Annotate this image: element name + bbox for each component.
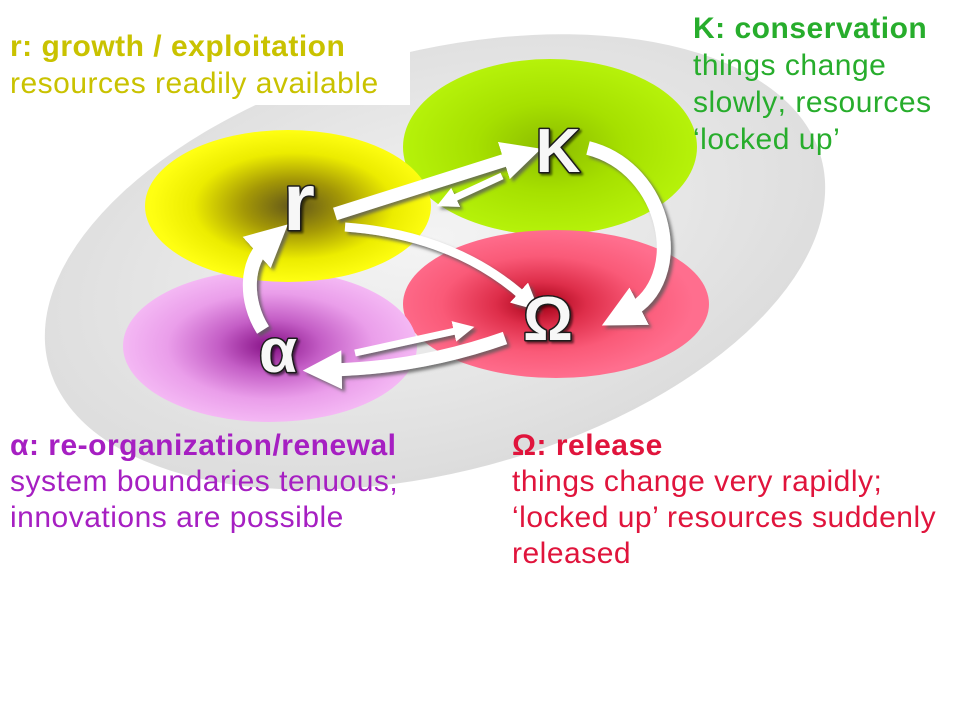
k-description-line: things change bbox=[693, 49, 887, 82]
r-symbol: r bbox=[283, 157, 315, 248]
alpha-symbol: α bbox=[259, 317, 297, 386]
r-description-line: resources readily available bbox=[10, 67, 379, 100]
omega-symbol: Ω bbox=[523, 285, 573, 354]
k-description-line: slowly; resources bbox=[693, 86, 932, 119]
omega-description-line: released bbox=[512, 537, 632, 570]
omega-heading: Ω: release bbox=[512, 429, 663, 462]
cycle-arrows bbox=[242, 141, 671, 390]
omega-description-line: ‘locked up’ resources suddenly bbox=[512, 501, 937, 534]
arrow-r-to-k bbox=[333, 141, 542, 221]
alpha-phase-ellipse bbox=[123, 270, 417, 422]
arrow-omega-to-alpha bbox=[302, 331, 508, 390]
alpha-description-line: innovations are possible bbox=[10, 501, 344, 534]
k-symbol: K bbox=[536, 117, 581, 186]
k-caption: K: conservation things change slowly; re… bbox=[693, 10, 932, 158]
r-phase-ellipse bbox=[145, 130, 431, 282]
alpha-heading: α: re-organization/renewal bbox=[10, 429, 397, 462]
arrow-r-to-omega bbox=[344, 222, 540, 311]
alpha-description-line: system boundaries tenuous; bbox=[10, 465, 399, 498]
arrow-k-to-omega bbox=[586, 141, 671, 326]
alpha-caption: α: re-organization/renewal system bounda… bbox=[10, 428, 398, 536]
arrow-alpha-to-omega bbox=[354, 321, 475, 357]
r-caption: r: growth / exploitation resources readi… bbox=[10, 28, 379, 102]
k-heading: K: conservation bbox=[693, 12, 928, 45]
omega-caption: Ω: release things change very rapidly; ‘… bbox=[512, 428, 936, 572]
omega-description-line: things change very rapidly; bbox=[512, 465, 883, 498]
arrow-k-to-r bbox=[436, 172, 504, 207]
phase-symbols: r K Ω α bbox=[257, 116, 582, 388]
caption-backdrop bbox=[0, 0, 410, 105]
arrow-alpha-to-r bbox=[242, 224, 288, 334]
r-heading: r: growth / exploitation bbox=[10, 30, 346, 63]
k-description-line: ‘locked up’ bbox=[693, 123, 841, 156]
